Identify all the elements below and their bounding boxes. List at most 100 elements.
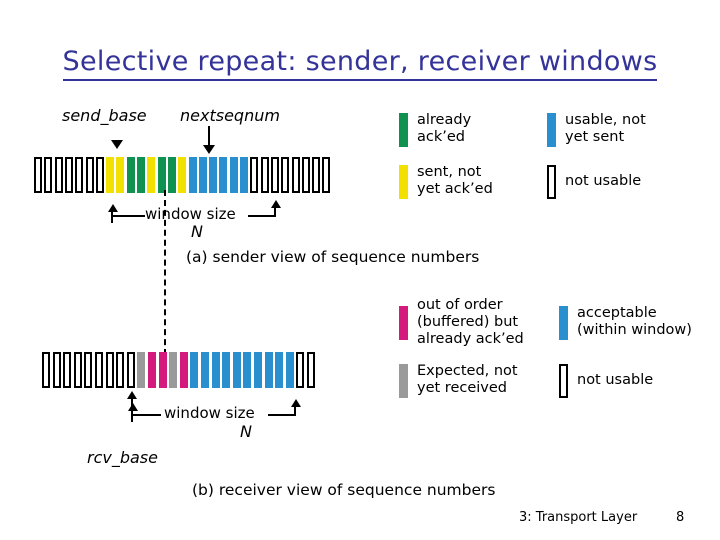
sequence-cell-blue bbox=[222, 352, 231, 388]
already-acked-label: already ack’ed bbox=[417, 112, 472, 145]
expected-not-received-label: Expected, not yet received bbox=[417, 363, 518, 396]
not-usable-swatch bbox=[547, 165, 556, 199]
panel-connector-dashed-line bbox=[164, 190, 166, 355]
not-usable-swatch bbox=[559, 364, 568, 398]
sequence-cell-empty bbox=[260, 157, 269, 193]
sequence-cell-empty bbox=[44, 157, 53, 193]
sequence-cell-empty bbox=[296, 352, 305, 388]
sequence-cell-empty bbox=[105, 352, 114, 388]
usable-not-sent-label: usable, not yet sent bbox=[565, 112, 646, 145]
sequence-cell-blue bbox=[275, 352, 284, 388]
nextseqnum-arrow-shaft bbox=[208, 126, 210, 148]
expected-not-received-swatch bbox=[399, 364, 408, 398]
sender-caption: (a) sender view of sequence numbers bbox=[186, 248, 480, 266]
sequence-cell-blue bbox=[232, 352, 241, 388]
sequence-cell-empty bbox=[63, 352, 72, 388]
sequence-cell-blue bbox=[254, 352, 262, 388]
window-start-arrow-shaft bbox=[111, 211, 113, 223]
rcv-window-start-shaft bbox=[131, 410, 133, 422]
footer-chapter: 3: Transport Layer bbox=[519, 510, 638, 525]
receiver-window-size-label: window size bbox=[164, 404, 255, 422]
sequence-cell-empty bbox=[73, 352, 82, 388]
sequence-cell-empty bbox=[281, 157, 290, 193]
sequence-cell-empty bbox=[52, 352, 61, 388]
sequence-cell-empty bbox=[95, 352, 103, 388]
sequence-cell-empty bbox=[250, 157, 259, 193]
sequence-cell-empty bbox=[291, 157, 300, 193]
sequence-cell-empty bbox=[116, 352, 125, 388]
out-of-order-buffered-swatch bbox=[399, 306, 408, 340]
rcv-window-end-arrow-icon bbox=[291, 399, 301, 407]
send-base-label: send_base bbox=[62, 106, 147, 125]
sequence-cell-magenta bbox=[179, 352, 188, 388]
receiver-window-size-n: N bbox=[240, 422, 252, 441]
sequence-cell-gray bbox=[137, 352, 146, 388]
sequence-cell-blue bbox=[209, 157, 218, 193]
sequence-cell-yellow bbox=[106, 157, 115, 193]
sequence-cell-blue bbox=[240, 157, 248, 193]
page-title-text: Selective repeat: sender, receiver windo… bbox=[62, 46, 658, 81]
rcv-base-arrow-icon bbox=[127, 391, 137, 399]
already-acked-swatch bbox=[399, 113, 408, 147]
window-end-arrow-icon bbox=[271, 200, 281, 208]
sequence-cell-empty bbox=[307, 352, 315, 388]
acceptable-window-label: acceptable (within window) bbox=[577, 305, 692, 338]
sequence-cell-empty bbox=[126, 352, 135, 388]
receiver-caption: (b) receiver view of sequence numbers bbox=[192, 481, 496, 499]
sequence-cell-green bbox=[137, 157, 145, 193]
page-title: Selective repeat: sender, receiver windo… bbox=[0, 46, 720, 81]
sequence-cell-yellow bbox=[178, 157, 187, 193]
sequence-cell-empty bbox=[312, 157, 321, 193]
acceptable-window-swatch bbox=[559, 306, 568, 340]
send-base-pointer-icon bbox=[111, 140, 123, 149]
sequence-cell-empty bbox=[42, 352, 50, 388]
sender-window-size-n: N bbox=[191, 222, 203, 241]
sequence-cell-blue bbox=[201, 352, 209, 388]
sequence-cell-blue bbox=[198, 157, 207, 193]
rcv-window-end-shaft bbox=[294, 405, 296, 416]
sequence-cell-blue bbox=[219, 157, 228, 193]
not-usable-label: not usable bbox=[577, 371, 654, 388]
sequence-cell-blue bbox=[190, 352, 199, 388]
rcv-window-bracket-left bbox=[133, 414, 161, 416]
sender-window-size-label: window size bbox=[145, 205, 236, 223]
out-of-order-buffered-label: out of order (buffered) but already ack’… bbox=[417, 296, 524, 347]
nextseqnum-label: nextseqnum bbox=[180, 106, 280, 125]
sequence-cell-empty bbox=[95, 157, 104, 193]
sequence-cell-green bbox=[126, 157, 135, 193]
sent-not-acked-label: sent, not yet ack’ed bbox=[417, 164, 493, 197]
usable-not-sent-swatch bbox=[547, 113, 556, 147]
sequence-cell-empty bbox=[322, 157, 331, 193]
sequence-cell-blue bbox=[229, 157, 238, 193]
sequence-cell-empty bbox=[64, 157, 73, 193]
sequence-cell-magenta bbox=[148, 352, 156, 388]
window-start-arrow-icon bbox=[108, 204, 118, 212]
nextseqnum-pointer-icon bbox=[203, 145, 215, 154]
not-usable-label: not usable bbox=[565, 172, 642, 189]
sequence-cell-yellow bbox=[147, 157, 156, 193]
receiver-sequence-row bbox=[42, 352, 332, 388]
sequence-cell-empty bbox=[85, 157, 94, 193]
window-bracket-right bbox=[248, 215, 276, 217]
sequence-cell-empty bbox=[301, 157, 310, 193]
sequence-cell-green bbox=[157, 157, 166, 193]
sequence-cell-blue bbox=[285, 352, 294, 388]
rcv-window-start-arrow-icon bbox=[128, 403, 138, 411]
sequence-cell-blue bbox=[264, 352, 273, 388]
sequence-cell-green bbox=[167, 157, 176, 193]
sequence-cell-blue bbox=[211, 352, 220, 388]
sender-sequence-row bbox=[34, 157, 334, 193]
footer-page-number: 8 bbox=[676, 510, 685, 525]
sequence-cell-empty bbox=[75, 157, 84, 193]
sequence-cell-empty bbox=[84, 352, 93, 388]
window-bracket-left bbox=[113, 215, 145, 217]
rcv-base-label: rcv_base bbox=[87, 448, 158, 467]
sequence-cell-magenta bbox=[158, 352, 167, 388]
sequence-cell-empty bbox=[54, 157, 63, 193]
sequence-cell-empty bbox=[270, 157, 279, 193]
sequence-cell-blue bbox=[188, 157, 197, 193]
sequence-cell-blue bbox=[243, 352, 252, 388]
sequence-cell-empty bbox=[34, 157, 42, 193]
rcv-window-bracket-right bbox=[268, 414, 296, 416]
